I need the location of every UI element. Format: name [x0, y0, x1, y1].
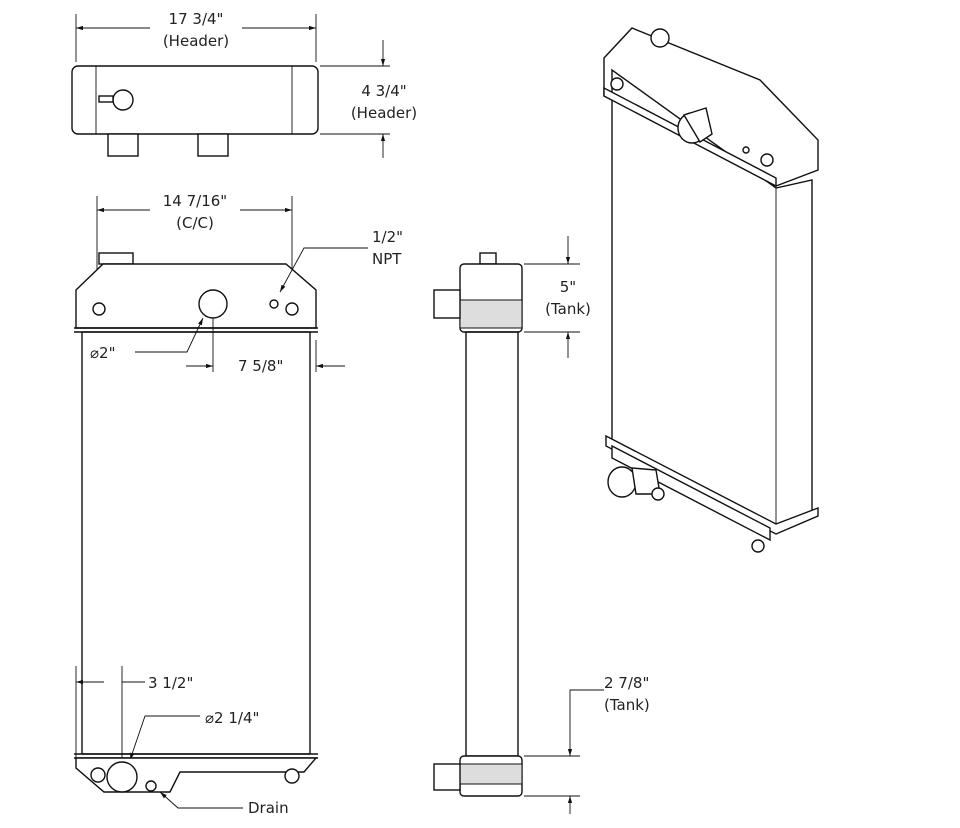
header-width-value: 17 3/4": [169, 10, 224, 28]
top-tank-value: 5": [560, 278, 576, 296]
top-tank-label: (Tank): [545, 300, 591, 318]
drain-label: Drain: [248, 799, 289, 817]
cc-label: (C/C): [176, 214, 214, 232]
isometric-view: [603, 27, 819, 553]
header-width-label: (Header): [163, 32, 229, 50]
cc-value: 14 7/16": [163, 192, 227, 210]
bottom-tank-label: (Tank): [604, 696, 650, 714]
inlet-diameter: ⌀2": [90, 344, 115, 362]
header-depth-value: 4 3/4": [361, 82, 406, 100]
header-depth-label: (Header): [351, 104, 417, 122]
npt-value: 1/2": [372, 228, 403, 246]
outlet-diameter: ⌀2 1/4": [205, 709, 259, 727]
top-view: 17 3/4" (Header) 4 3/4" (Header): [71, 10, 417, 158]
front-view: 14 7/16" (C/C) 1/2" NPT ⌀2" 7 5/8" 3 1/2…: [74, 192, 403, 817]
side-view: 5" (Tank) 2 7/8" (Tank): [433, 236, 650, 814]
npt-label: NPT: [372, 250, 402, 268]
inlet-offset: 7 5/8": [238, 357, 283, 375]
bottom-tank-value: 2 7/8": [604, 674, 649, 692]
outlet-offset: 3 1/2": [148, 674, 193, 692]
